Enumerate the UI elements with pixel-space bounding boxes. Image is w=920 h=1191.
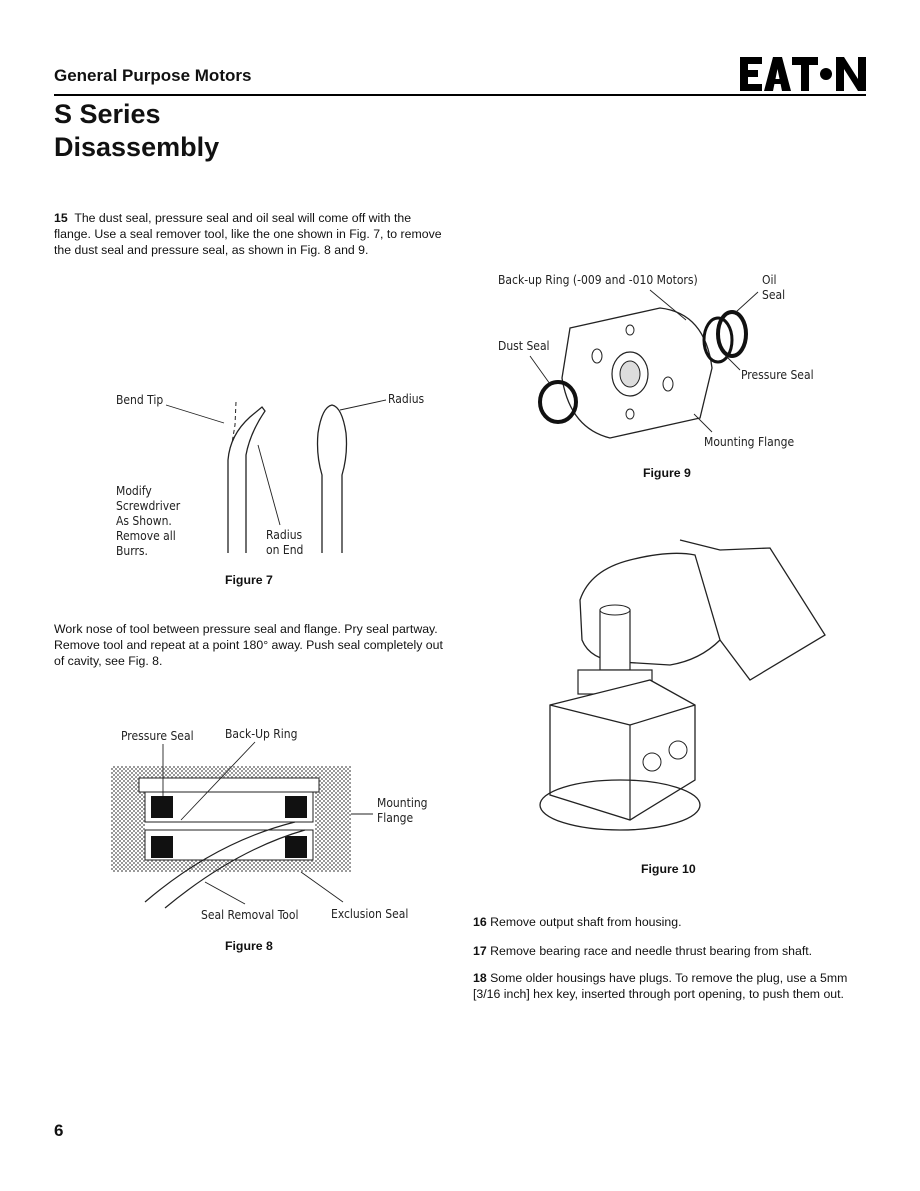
step-17-number: 17 (473, 944, 487, 958)
fig7-radius-on-end-1: Radius (266, 528, 303, 542)
step-16-number: 16 (473, 915, 487, 929)
page-title: S Series Disassembly (54, 98, 219, 164)
step-18-text: Some older housings have plugs. To remov… (473, 971, 848, 1002)
title-line-2: Disassembly (54, 132, 220, 162)
work-nose-instructions: Work nose of tool between pressure seal … (54, 622, 443, 669)
figure-9-caption: Figure 9 (643, 466, 691, 480)
header-rule (54, 94, 866, 96)
fig8-mounting-flange-1: Mounting (377, 796, 428, 810)
fig9-oil-seal-2: Seal (762, 288, 785, 302)
figure-7-drawing: Bend Tip Radius Modify Screwdriver As Sh… (116, 392, 425, 558)
fig8-pressure-seal-label: Pressure Seal (121, 729, 194, 743)
fig9-dust-seal-label: Dust Seal (498, 339, 550, 353)
eaton-logo (740, 57, 866, 91)
fig8-seal-removal-tool-label: Seal Removal Tool (201, 908, 298, 922)
fig7-radius-label: Radius (388, 392, 425, 406)
fig7-modify-line-1: Modify (116, 484, 152, 498)
fig8-exclusion-seal-label: Exclusion Seal (331, 907, 408, 921)
figure-10-drawing (539, 539, 826, 831)
fig9-pressure-seal-label: Pressure Seal (741, 368, 814, 382)
step-15-number: 15 (54, 211, 68, 225)
figure-10-caption: Figure 10 (641, 862, 696, 876)
step-15: 15 The dust seal, pressure seal and oil … (54, 210, 450, 259)
step-16-text: Remove output shaft from housing. (490, 915, 682, 929)
fig7-modify-line-5: Burrs. (116, 544, 148, 558)
figure-8-drawing: Pressure Seal Back-Up Ring Mounting Flan… (111, 727, 428, 922)
fig9-backup-ring-label: Back-up Ring (-009 and -010 Motors) (498, 273, 698, 287)
fig9-oil-seal-1: Oil (762, 273, 777, 287)
fig7-modify-line-4: Remove all (116, 529, 176, 543)
fig8-mounting-flange-2: Flange (377, 811, 414, 825)
fig8-backup-ring-label: Back-Up Ring (225, 727, 298, 741)
step-18: 18 Some older housings have plugs. To re… (473, 970, 873, 1002)
step-17-text: Remove bearing race and needle thrust be… (490, 944, 813, 958)
fig7-radius-on-end-2: on End (266, 543, 303, 557)
figure-7-caption: Figure 7 (225, 573, 273, 587)
step-18-number: 18 (473, 971, 487, 985)
step-15-text: The dust seal, pressure seal and oil sea… (54, 211, 442, 258)
step-16: 16 Remove output shaft from housing. (473, 914, 873, 930)
step-17: 17 Remove bearing race and needle thrust… (473, 943, 873, 959)
fig7-modify-line-3: As Shown. (116, 514, 172, 528)
section-title: General Purpose Motors (54, 66, 252, 85)
fig7-modify-line-2: Screwdriver (116, 499, 181, 513)
figure-8-caption: Figure 8 (225, 939, 273, 953)
figure-9-drawing: Back-up Ring (-009 and -010 Motors) Oil … (498, 273, 814, 449)
title-line-1: S Series (54, 99, 161, 129)
fig9-mounting-flange-label: Mounting Flange (704, 435, 794, 449)
page-number: 6 (54, 1121, 64, 1140)
fig7-bend-tip-label: Bend Tip (116, 393, 163, 407)
